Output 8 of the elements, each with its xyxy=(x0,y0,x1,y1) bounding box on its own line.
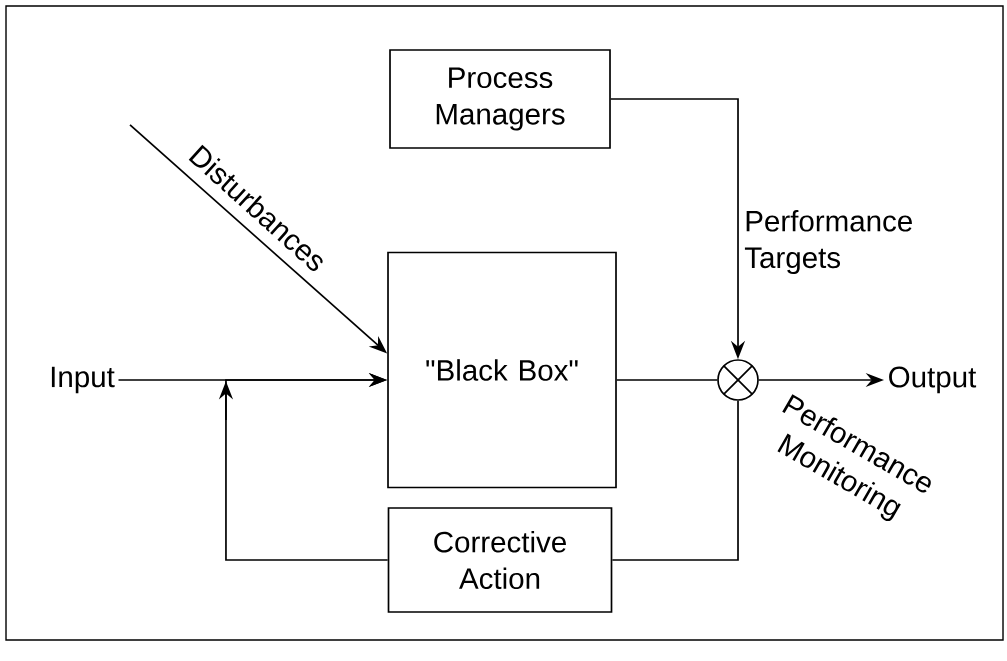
process-box: "Black Box" xyxy=(387,251,617,489)
input-label: Input xyxy=(51,366,115,394)
arrow xyxy=(218,372,389,561)
output-label: Output xyxy=(889,366,977,394)
process-box: Corrective Action xyxy=(387,507,613,613)
summing-junction xyxy=(717,359,759,401)
edge-label: Performance Targets xyxy=(742,208,930,276)
process-box: Process Managers xyxy=(389,49,611,149)
